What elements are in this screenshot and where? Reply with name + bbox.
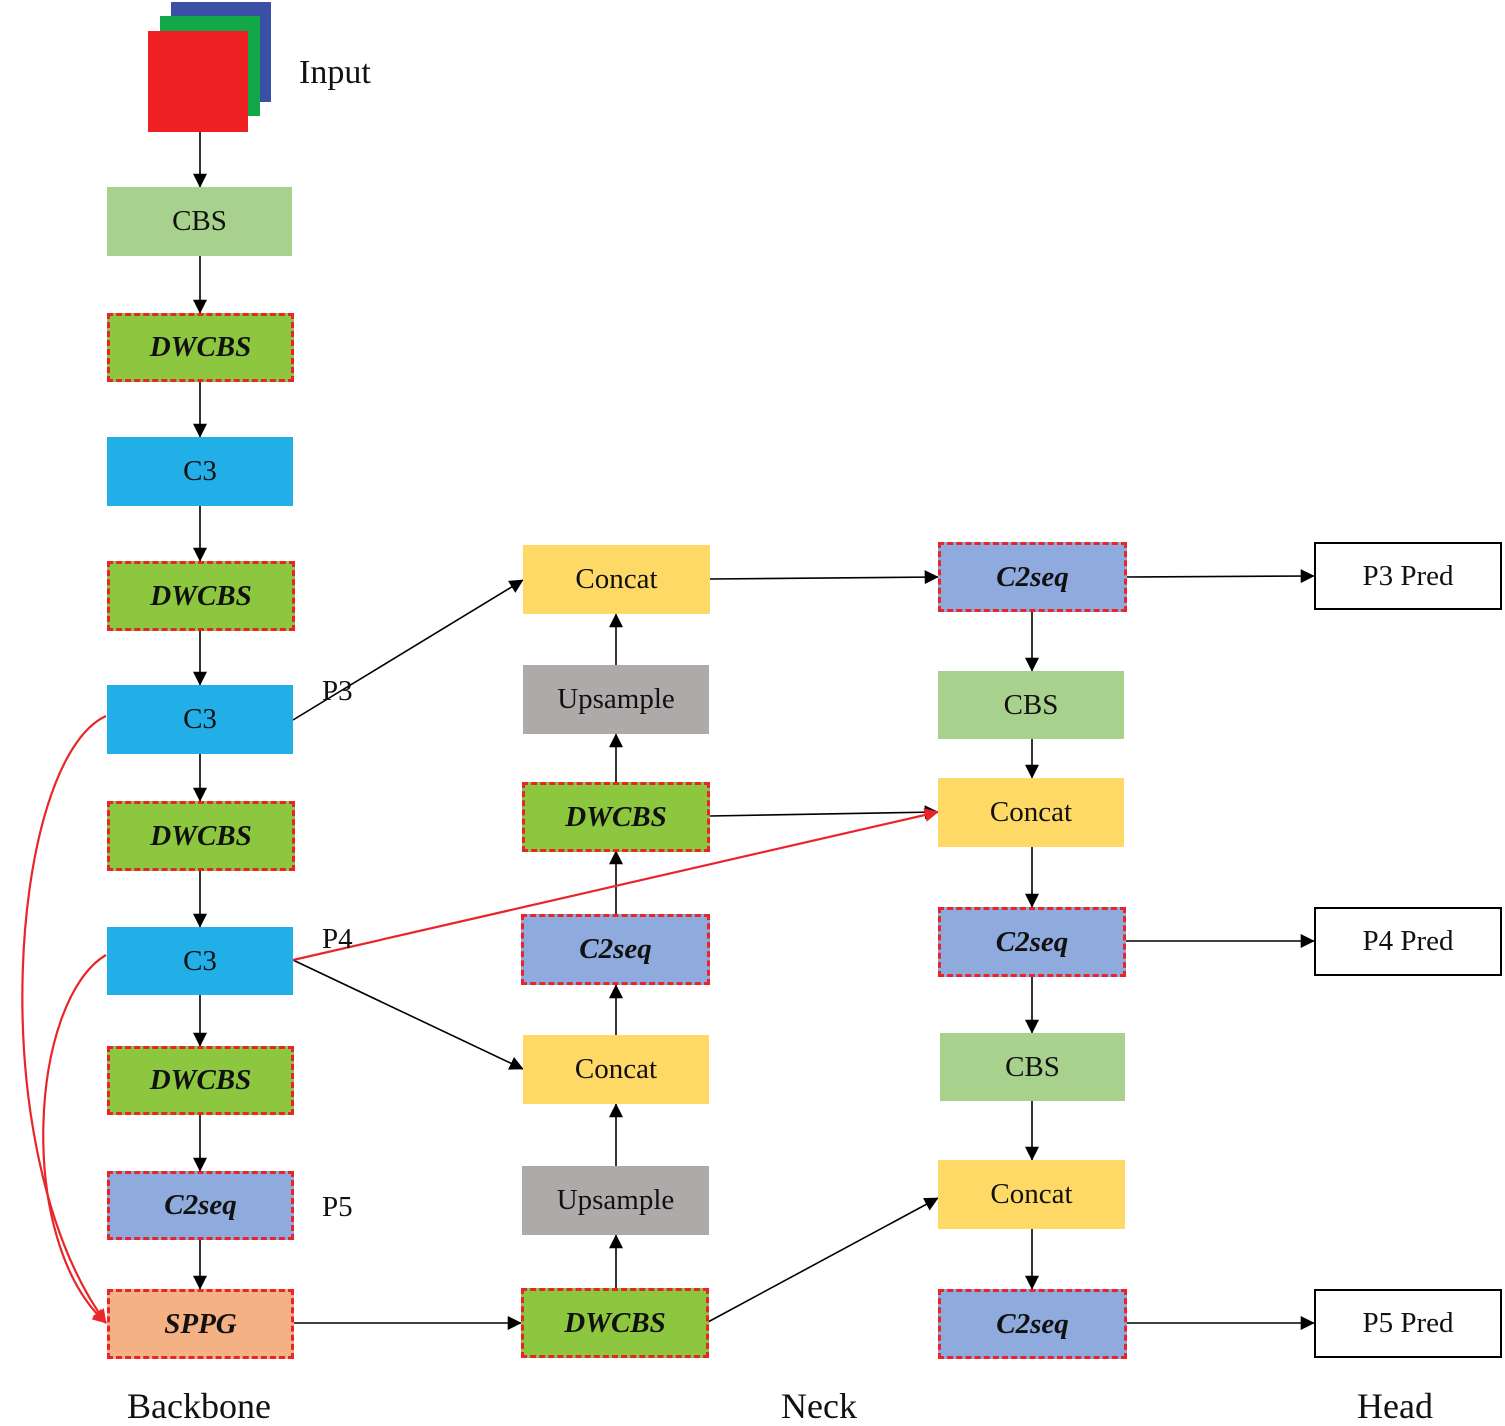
head-c2seq-3: C2seq [938,1289,1127,1359]
backbone-c3-2: C3 [107,685,293,754]
neck-dwcbs-mid: DWCBS [522,782,710,852]
arrow-concat-c2seq-head [709,570,939,585]
backbone-c2seq: C2seq [107,1171,294,1240]
skip-arrow-c3-3-concat-head [292,808,939,962]
arrow-p4-concat [292,959,524,1070]
head-concat-2: Concat [938,1160,1125,1229]
neck-concat-bottom: Concat [523,1035,709,1104]
backbone-c3-1: C3 [107,437,293,506]
input-label: Input [299,54,371,91]
skip-arrow-c3-3-sppg [42,954,107,1324]
p3-label: P3 [322,675,353,707]
head-c2seq-2: C2seq [938,907,1126,977]
backbone-dwcbs-2: DWCBS [107,561,295,631]
backbone-sppg: SPPG [107,1289,294,1359]
head-cbs-2: CBS [940,1033,1125,1101]
input-tensor-icon [148,2,273,132]
head-c2seq-1: C2seq [938,542,1127,612]
skip-arrow-c3-2-sppg [21,715,107,1324]
neck-dwcbs-bottom: DWCBS [521,1288,709,1358]
head-section-label: Head [1357,1386,1433,1426]
head-concat-1: Concat [938,778,1124,847]
neck-section-label: Neck [781,1386,857,1426]
neck-concat-top: Concat [523,545,710,614]
neck-upsample-top: Upsample [523,665,709,734]
backbone-dwcbs-4: DWCBS [107,1046,294,1115]
arrow-dwcbs-concat-head-bottom [707,1197,939,1323]
backbone-c3-3: C3 [107,927,293,995]
neck-c2seq-mid: C2seq [521,914,710,985]
backbone-dwcbs-3: DWCBS [107,801,295,871]
p5-pred-box: P5 Pred [1314,1289,1502,1358]
p4-label: P4 [322,923,353,955]
arrow-dwcbs-concat-head [709,805,939,820]
backbone-cbs: CBS [107,187,292,256]
red-channel [148,31,248,132]
p5-label: P5 [322,1191,353,1223]
neck-upsample-bottom: Upsample [522,1166,709,1235]
head-cbs-1: CBS [938,671,1124,739]
backbone-dwcbs-1: DWCBS [107,313,294,382]
arrow-p3-concat [292,579,524,721]
backbone-section-label: Backbone [127,1386,271,1426]
p4-pred-box: P4 Pred [1314,907,1502,976]
p3-pred-box: P3 Pred [1314,542,1502,610]
arrow-c2seq1-p3pred [1125,569,1315,584]
